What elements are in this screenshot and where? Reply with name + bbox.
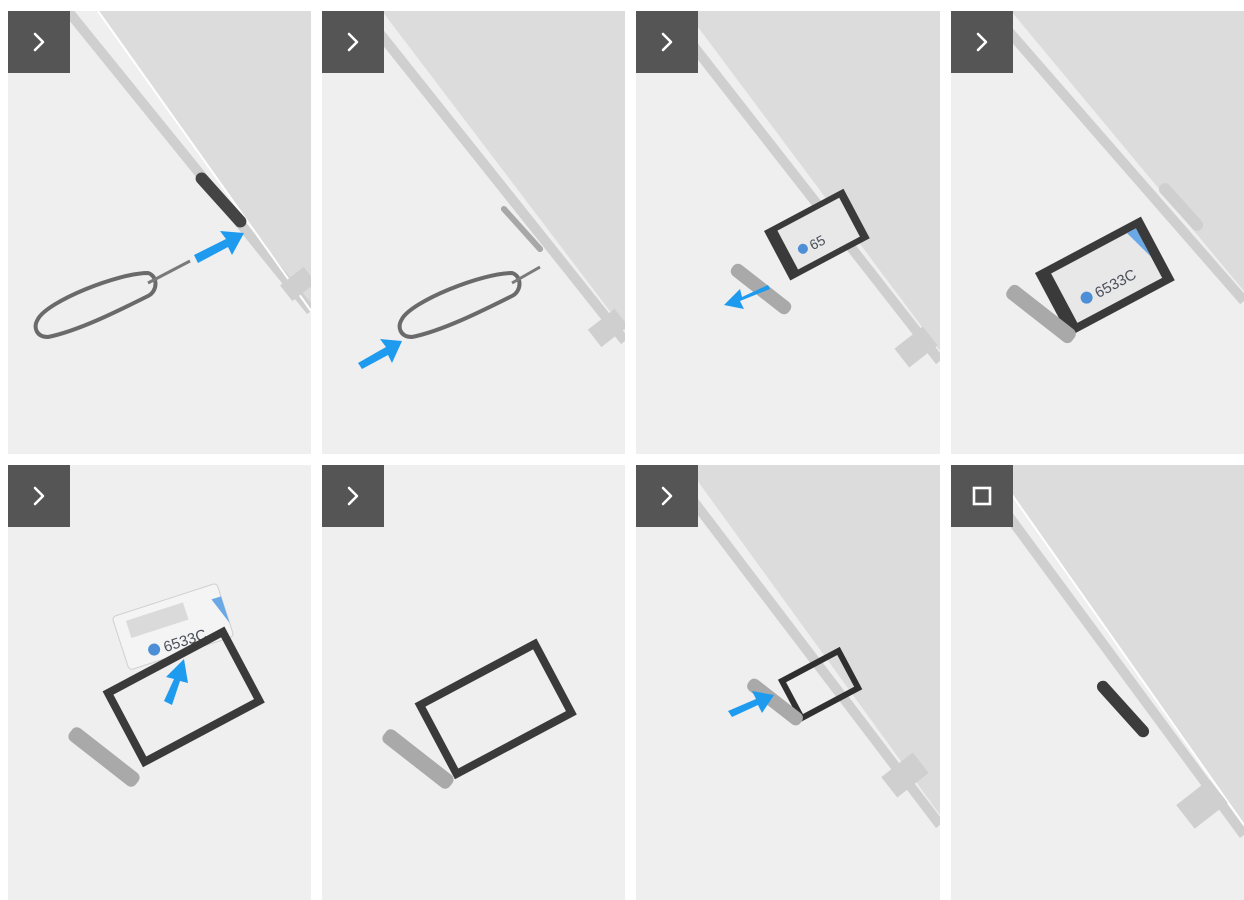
chevron-right-icon xyxy=(28,31,50,53)
step-5-panel: 6533C xyxy=(8,465,311,900)
step-3-panel: 65 xyxy=(636,11,940,454)
step-2-panel xyxy=(322,11,625,454)
push-arrow-icon xyxy=(358,339,402,369)
step-5-illustration: 6533C xyxy=(8,465,311,900)
step-7-panel xyxy=(636,465,940,900)
chevron-right-icon xyxy=(656,485,678,507)
chevron-right-icon xyxy=(28,485,50,507)
insert-arrow-icon xyxy=(728,691,774,717)
step-1-badge[interactable] xyxy=(8,11,70,73)
step-1-illustration xyxy=(8,11,311,454)
step-6-panel xyxy=(322,465,625,900)
lift-arrow-icon xyxy=(164,659,188,705)
chevron-right-icon xyxy=(342,31,364,53)
step-4-badge[interactable] xyxy=(951,11,1013,73)
step-4-panel: 6533C xyxy=(951,11,1244,454)
stop-square-icon xyxy=(971,485,993,507)
step-8-illustration xyxy=(951,465,1244,900)
step-2-illustration xyxy=(322,11,625,454)
step-6-illustration xyxy=(322,465,625,900)
chevron-right-icon xyxy=(656,31,678,53)
step-3-illustration: 65 xyxy=(636,11,940,454)
step-8-panel xyxy=(951,465,1244,900)
chevron-right-icon xyxy=(971,31,993,53)
step-8-badge[interactable] xyxy=(951,465,1013,527)
step-6-badge[interactable] xyxy=(322,465,384,527)
insert-arrow-icon xyxy=(194,231,244,263)
step-1-panel xyxy=(8,11,311,454)
step-7-illustration xyxy=(636,465,940,900)
step-2-badge[interactable] xyxy=(322,11,384,73)
step-5-badge[interactable] xyxy=(8,465,70,527)
chevron-right-icon xyxy=(342,485,364,507)
step-4-illustration: 6533C xyxy=(951,11,1244,454)
step-3-badge[interactable] xyxy=(636,11,698,73)
step-7-badge[interactable] xyxy=(636,465,698,527)
